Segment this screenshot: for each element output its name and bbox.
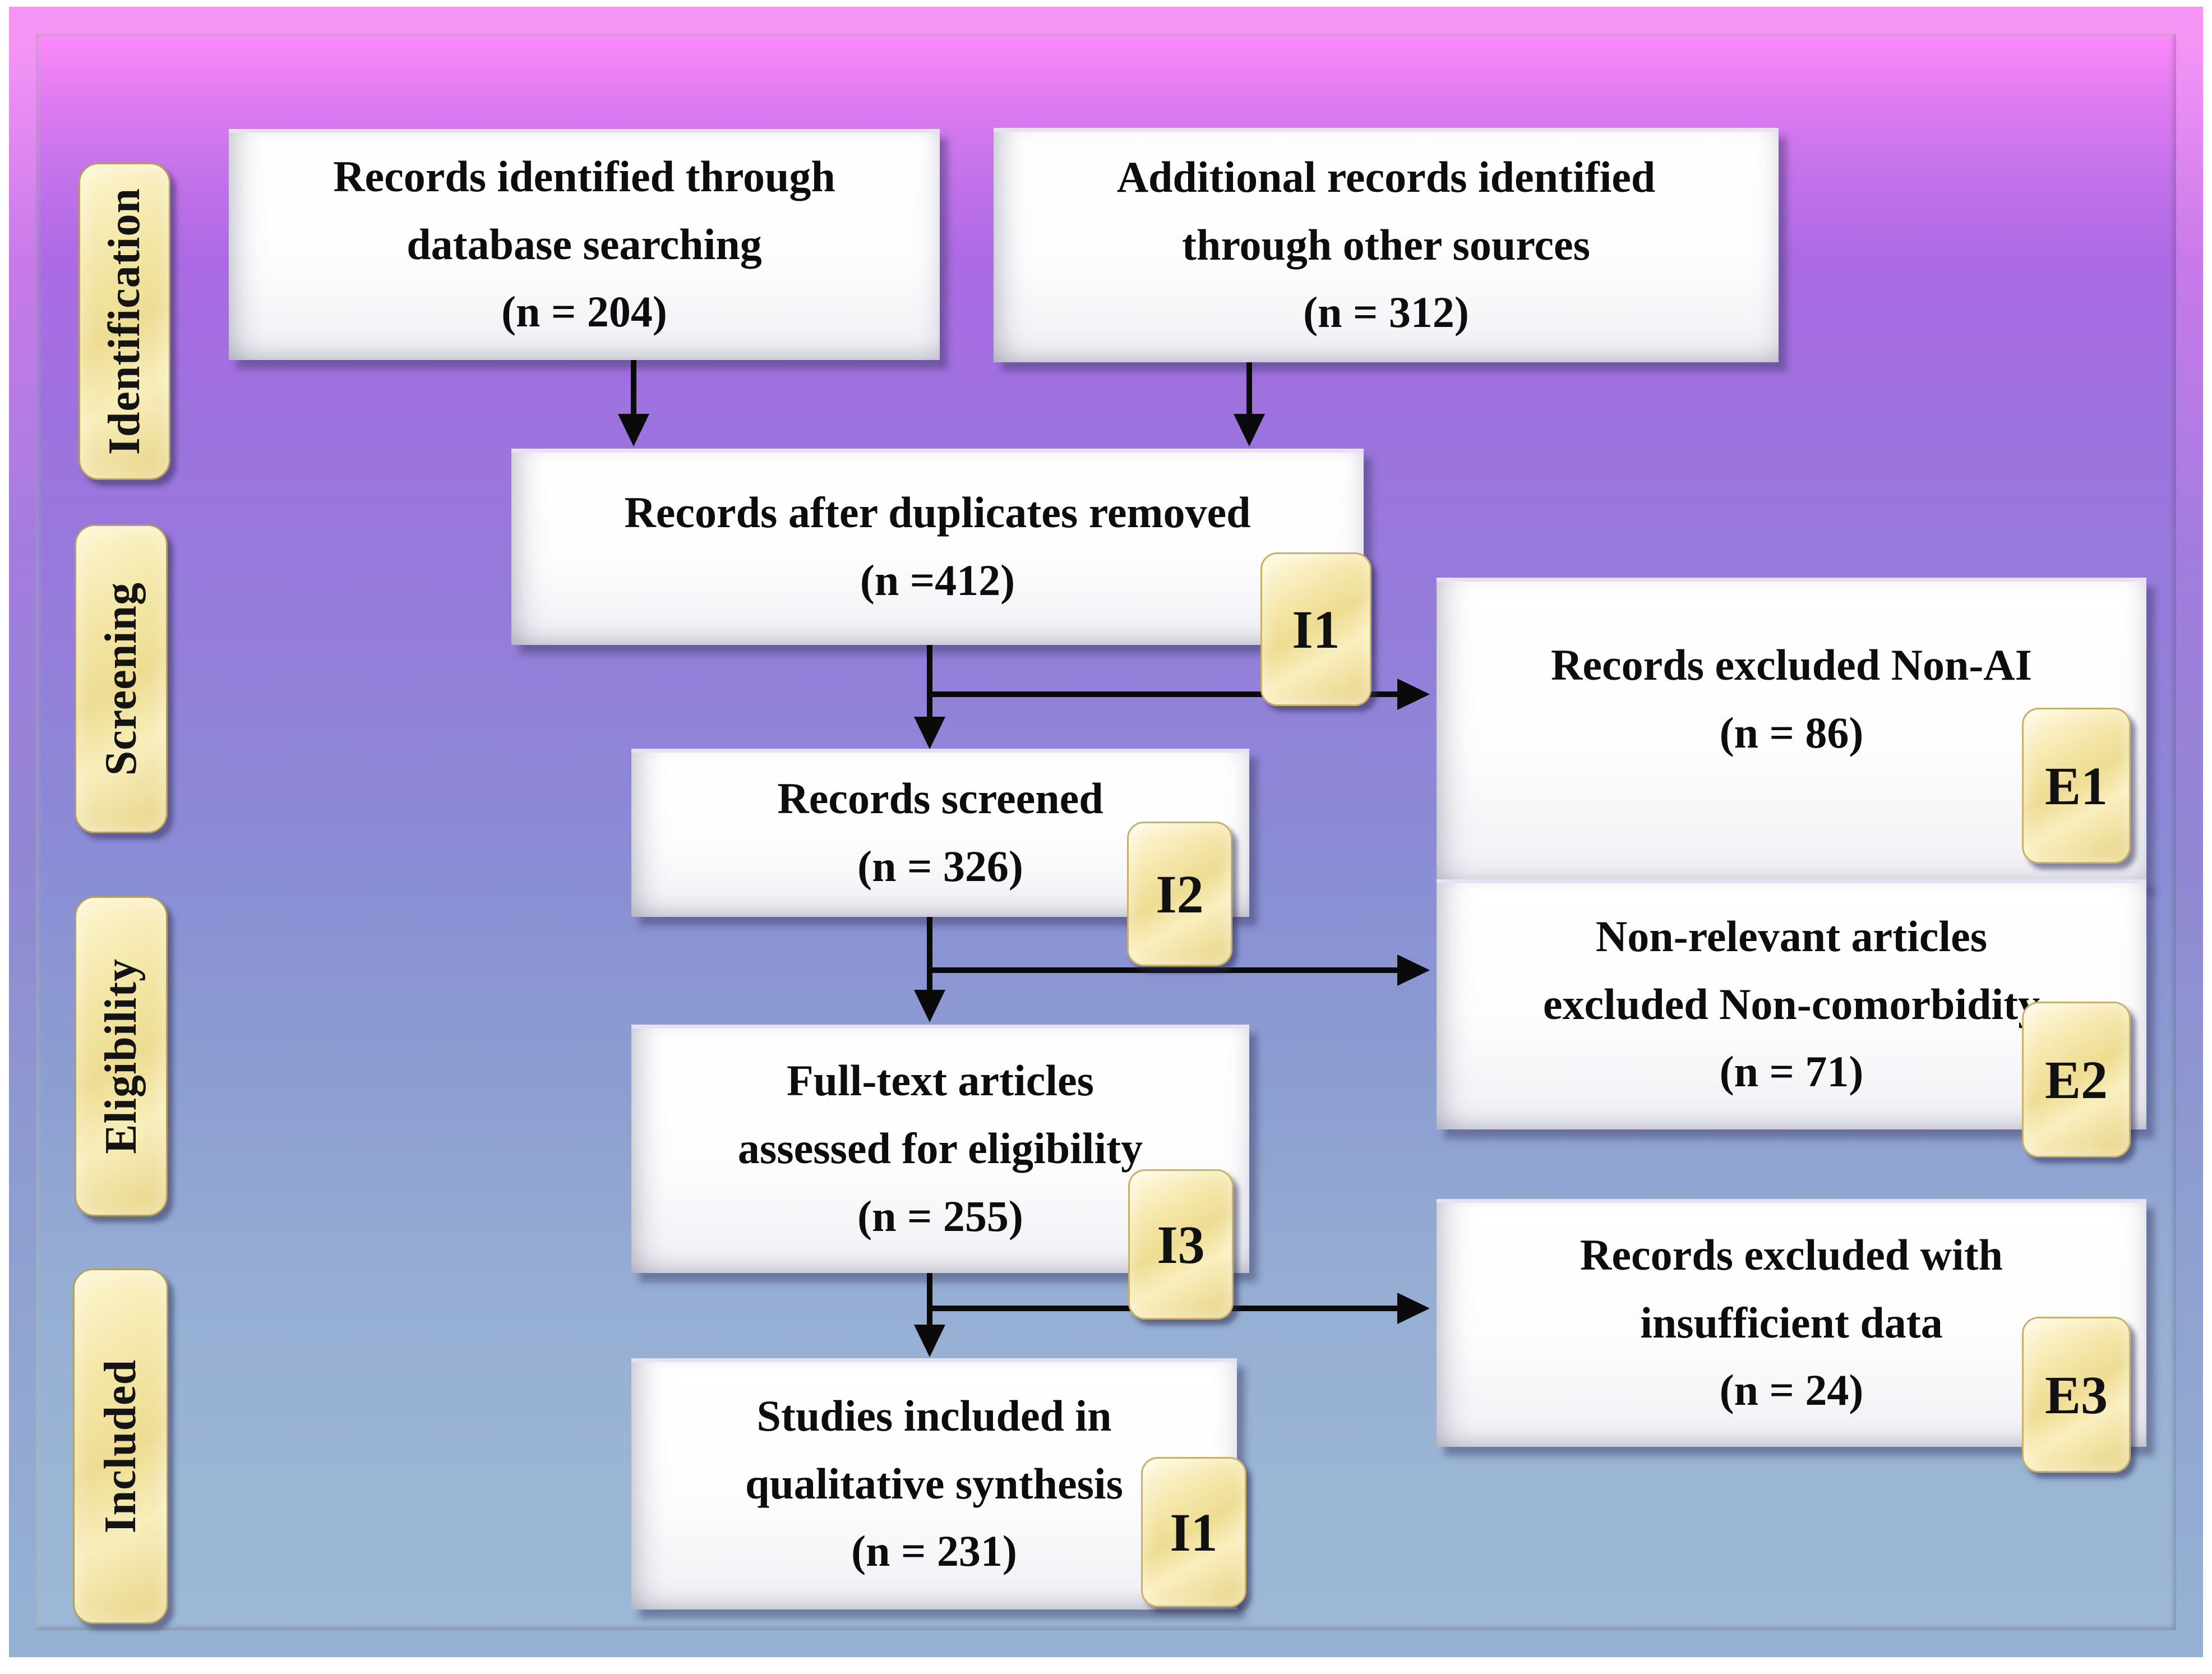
arrow-line: [930, 967, 1400, 973]
box-text-line: (n = 255): [857, 1191, 1023, 1240]
stage-label-text: Screening: [96, 582, 146, 776]
box-text-line: Records excluded with: [1580, 1230, 2003, 1279]
stage-label-text: Eligibility: [96, 958, 146, 1154]
box-text-line: (n = 204): [501, 287, 667, 336]
arrow-line: [930, 691, 1400, 697]
box-duplicates-removed: Records after duplicates removed (n =412…: [511, 449, 1364, 645]
box-text-line: assessed for eligibility: [737, 1124, 1143, 1173]
box-text-line: (n = 326): [857, 842, 1023, 891]
badge-e2-excluded: E2: [2022, 1002, 2131, 1157]
arrow-line: [927, 1273, 932, 1328]
arrow-down-icon: [914, 1325, 945, 1357]
arrow-down-icon: [914, 717, 945, 749]
box-text-line: (n = 231): [851, 1527, 1017, 1576]
arrow-right-icon: [1397, 954, 1430, 986]
box-text-line: Additional records identified: [1116, 152, 1656, 201]
box-text-line: (n =412): [860, 556, 1015, 605]
box-text-line: Records identified through: [333, 151, 835, 201]
stage-label-identification: Identification: [78, 163, 170, 480]
box-text-line: Full-text articles: [787, 1056, 1094, 1105]
arrow-down-icon: [914, 990, 945, 1022]
box-text-line: qualitative synthesis: [745, 1459, 1123, 1508]
box-studies-included: Studies included in qualitative synthesi…: [631, 1358, 1237, 1610]
arrow-right-icon: [1397, 1293, 1430, 1324]
box-text-line: Records excluded Non-AI: [1551, 640, 2032, 690]
box-text-line: (n = 71): [1719, 1047, 1864, 1096]
box-text-line: (n = 86): [1719, 708, 1864, 757]
arrow-line: [1246, 362, 1252, 416]
arrow-line: [927, 917, 932, 992]
box-text-line: Non-relevant articles: [1595, 911, 1988, 961]
box-text-line: database searching: [407, 219, 762, 269]
stage-label-text: Identification: [99, 187, 149, 455]
stage-label-screening: Screening: [75, 524, 168, 833]
badge-i1-included: I1: [1141, 1457, 1246, 1607]
box-text-line: Studies included in: [756, 1391, 1112, 1440]
box-records-identified: Records identified through database sear…: [229, 129, 940, 360]
arrow-line: [631, 360, 636, 416]
box-additional-records: Additional records identified through ot…: [994, 128, 1779, 362]
badge-i2-screened: I2: [1127, 822, 1232, 966]
box-text-line: through other sources: [1181, 220, 1591, 269]
stage-label-included: Included: [73, 1269, 168, 1624]
stage-label-eligibility: Eligibility: [75, 896, 168, 1216]
box-text-line: (n = 312): [1303, 288, 1469, 337]
box-text-line: Records screened: [777, 774, 1103, 823]
box-text-line: Records after duplicates removed: [624, 488, 1251, 537]
badge-e1-excluded: E1: [2022, 708, 2131, 864]
arrow-right-icon: [1397, 679, 1430, 710]
box-text-line: insufficient data: [1640, 1298, 1943, 1347]
box-text-line: excluded Non-comorbidity: [1543, 979, 2040, 1029]
stage-label-text: Included: [95, 1359, 145, 1534]
arrow-line: [927, 645, 932, 720]
box-text-line: (n = 24): [1719, 1366, 1864, 1415]
arrow-down-icon: [1234, 414, 1265, 446]
badge-i3-fulltext: I3: [1128, 1169, 1234, 1320]
badge-i1-duplicates: I1: [1260, 552, 1371, 706]
arrow-down-icon: [618, 414, 649, 446]
badge-e3-excluded: E3: [2022, 1317, 2131, 1473]
box-fulltext-assessed: Full-text articles assessed for eligibil…: [631, 1025, 1249, 1273]
